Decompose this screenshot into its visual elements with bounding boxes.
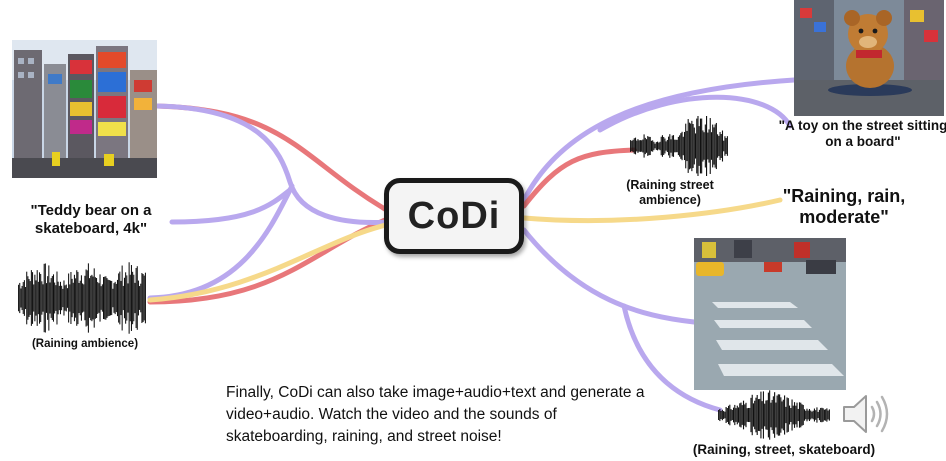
teddy-bear-image [794, 0, 944, 116]
text-output: "Raining, rain, moderate" [782, 186, 906, 228]
video-audio-label: (Raining, street, skateboard) [692, 442, 876, 457]
text-wire-in [154, 103, 393, 225]
text-prompt-input: "Teddy bear on a skateboard, 4k" [30, 202, 152, 237]
output-audio-label: (Raining street ambience) [626, 178, 714, 207]
codi-model-box: CoDi [384, 178, 524, 254]
explanation-caption: Finally, CoDi can also take image+audio+… [226, 384, 645, 445]
text-wire-in-2 [169, 187, 293, 225]
image-caption-output: "A toy on the street sitting on a board" [778, 118, 946, 149]
street-video-frame [694, 238, 846, 390]
video-waveform-icon [718, 390, 830, 440]
output-waveform-icon [630, 116, 728, 176]
text-wire-out-img [521, 77, 797, 203]
text-wire-out-cap [597, 94, 793, 133]
audio-wire-in [147, 221, 393, 303]
text-wire-out-vid [521, 227, 697, 325]
times-square-image [12, 40, 157, 178]
speaker-icon [840, 392, 892, 436]
text-wire-out-vid-2 [621, 303, 723, 413]
image-wire-in [154, 103, 393, 215]
input-audio-label: (Raining ambience) [31, 338, 139, 350]
input-waveform-icon [18, 262, 146, 334]
codi-title: CoDi [407, 194, 501, 237]
audio-wire-out-text [521, 197, 783, 224]
image-wire-out-aud [521, 147, 637, 209]
